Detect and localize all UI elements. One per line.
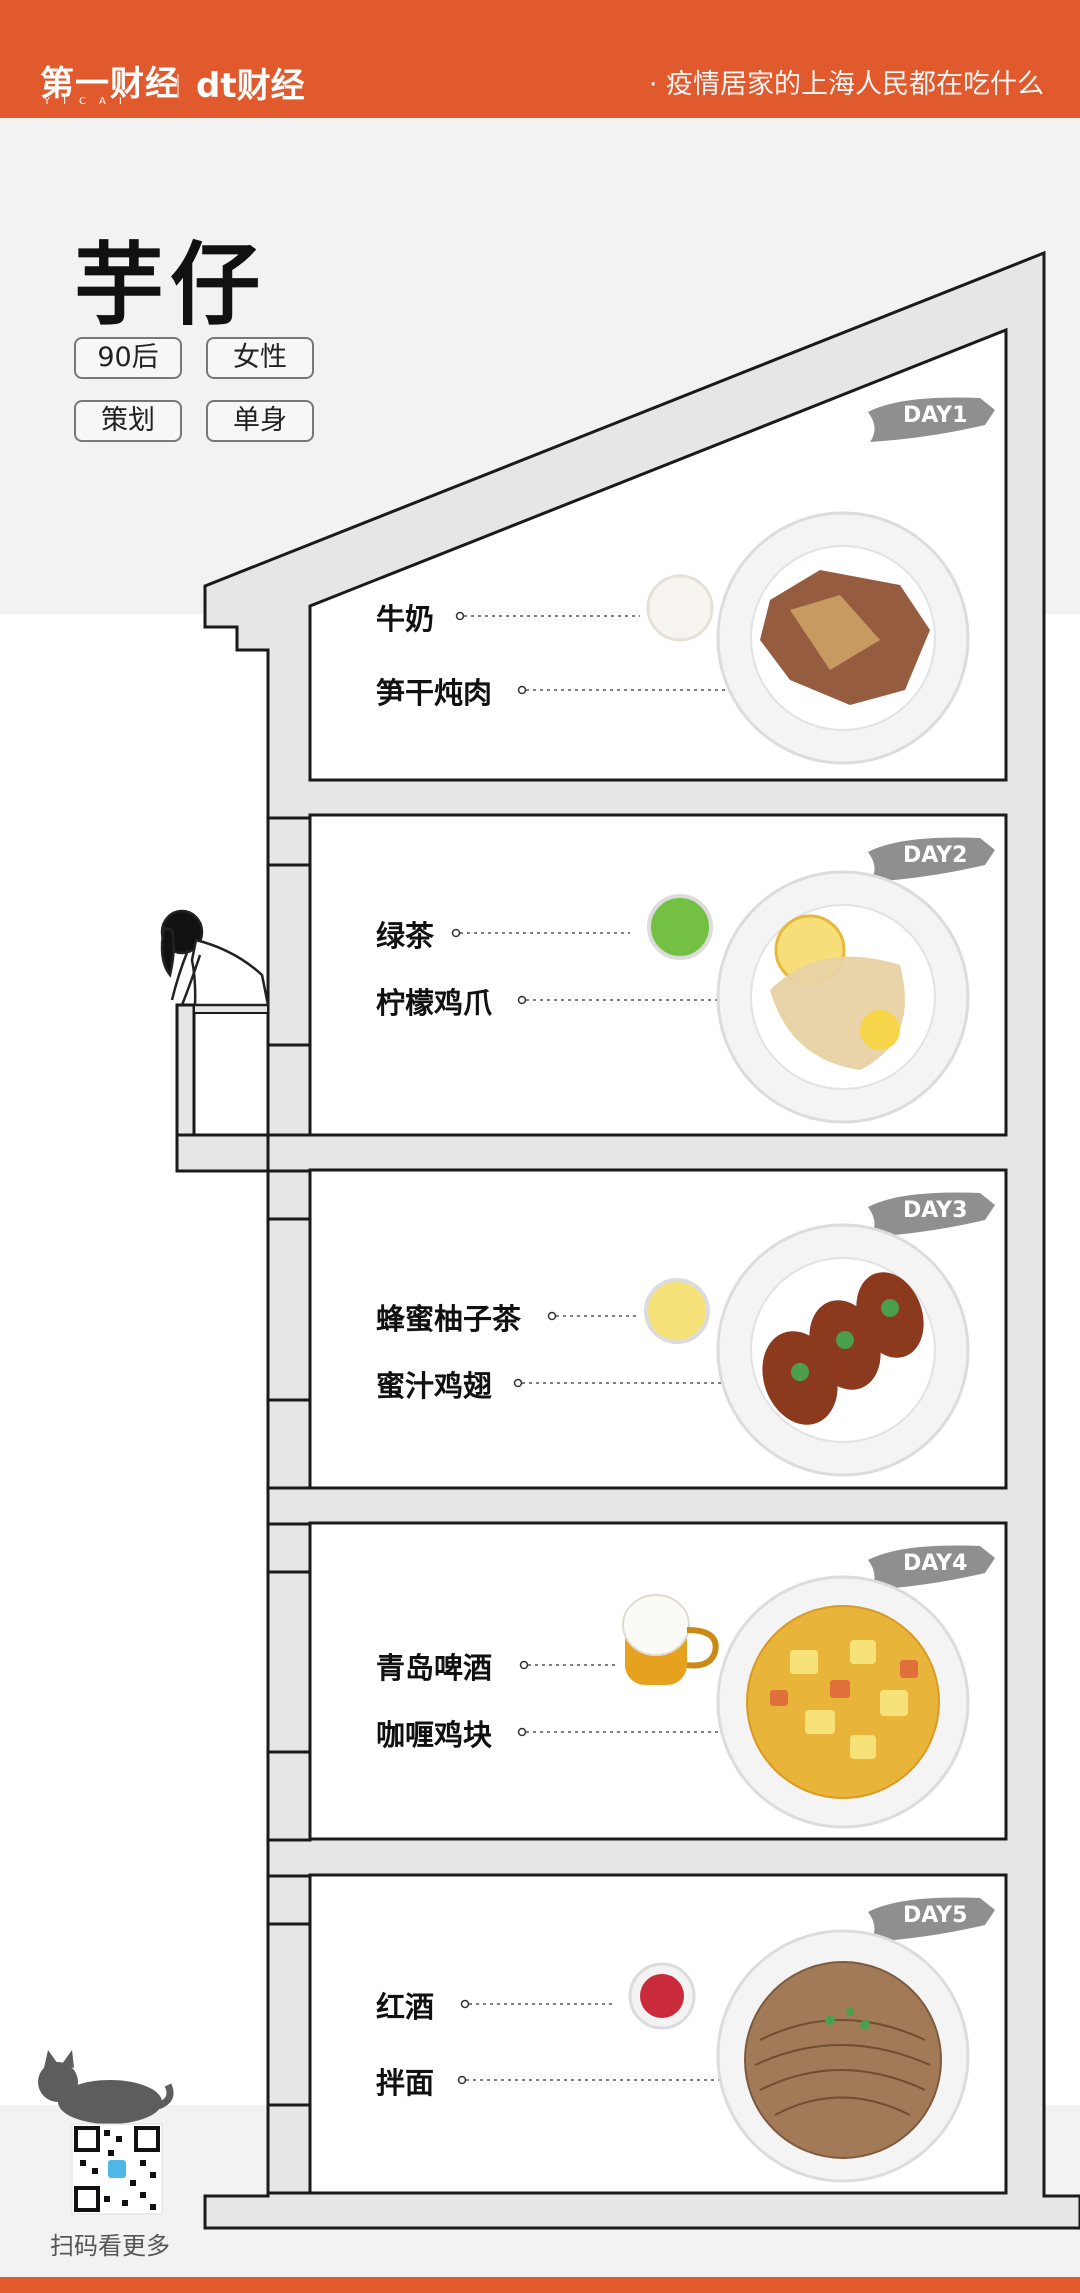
day-badge-label: DAY1: [903, 403, 967, 428]
noodles-icon: [744, 1961, 942, 2159]
day2-food: [647, 870, 970, 1124]
tag-age: 90后: [74, 337, 182, 379]
day1-dish-label: 笋干炖肉: [376, 676, 493, 710]
day-badges: DAY1 DAY2 DAY3 DAY4 DAY5: [868, 397, 995, 1942]
person-name: 芋仔: [74, 233, 266, 338]
yicai-logo[interactable]: 第一财经: [40, 64, 180, 104]
header-tagline: · 疫情居家的上海人民都在吃什么: [648, 69, 1044, 100]
footer-bar: [0, 2277, 1080, 2293]
day-badge-label: DAY4: [903, 1551, 967, 1576]
tag-occupation: 策划: [74, 400, 182, 442]
logo-divider: [177, 74, 179, 98]
day3-food: [644, 1223, 970, 1477]
day-badge-label: DAY5: [903, 1903, 967, 1928]
dt-logo[interactable]: dt财经: [196, 66, 305, 106]
beer-mug-icon: [622, 1594, 719, 1685]
yicai-logo-sub: YICAI: [44, 96, 135, 107]
green-tea-icon: [647, 894, 713, 960]
day5-food: [628, 1929, 970, 2183]
day1-drink-label: 牛奶: [376, 602, 435, 636]
day4-dish-label: 咖喱鸡块: [376, 1718, 493, 1752]
day4-food: [622, 1575, 970, 1829]
day3-drink-label: 蜂蜜柚子茶: [376, 1302, 522, 1336]
header-bar: 第一财经 YICAI dt财经 · 疫情居家的上海人民都在吃什么: [0, 0, 1080, 118]
milk-cup-icon: [646, 574, 714, 642]
day4-drink-label: 青岛啤酒: [376, 1651, 493, 1685]
day2-dish-label: 柠檬鸡爪: [376, 986, 493, 1020]
day5-drink-label: 红酒: [376, 1990, 435, 2024]
balcony-rail: [175, 1003, 196, 1137]
tag-status: 单身: [206, 400, 314, 442]
day-badge-label: DAY3: [903, 1198, 967, 1223]
leader-lines: [460, 615, 760, 2081]
day-badge-label: DAY2: [903, 843, 967, 868]
day3-dish-label: 蜜汁鸡翅: [376, 1369, 493, 1403]
cat-illustration: [38, 2050, 174, 2124]
day1-food: [646, 511, 970, 765]
honey-tea-icon: [644, 1278, 710, 1344]
girl-illustration: [160, 909, 270, 1007]
tag-gender: 女性: [206, 337, 314, 379]
leader-dots: [451, 611, 557, 2085]
qr-code-icon[interactable]: [71, 2123, 163, 2215]
balcony-slab: [175, 1133, 270, 1173]
day5-dish-label: 拌面: [376, 2066, 435, 2100]
day2-drink-label: 绿茶: [376, 919, 435, 953]
floor-notches: [266, 816, 312, 2195]
qr-caption: 扫码看更多: [50, 2232, 170, 2260]
